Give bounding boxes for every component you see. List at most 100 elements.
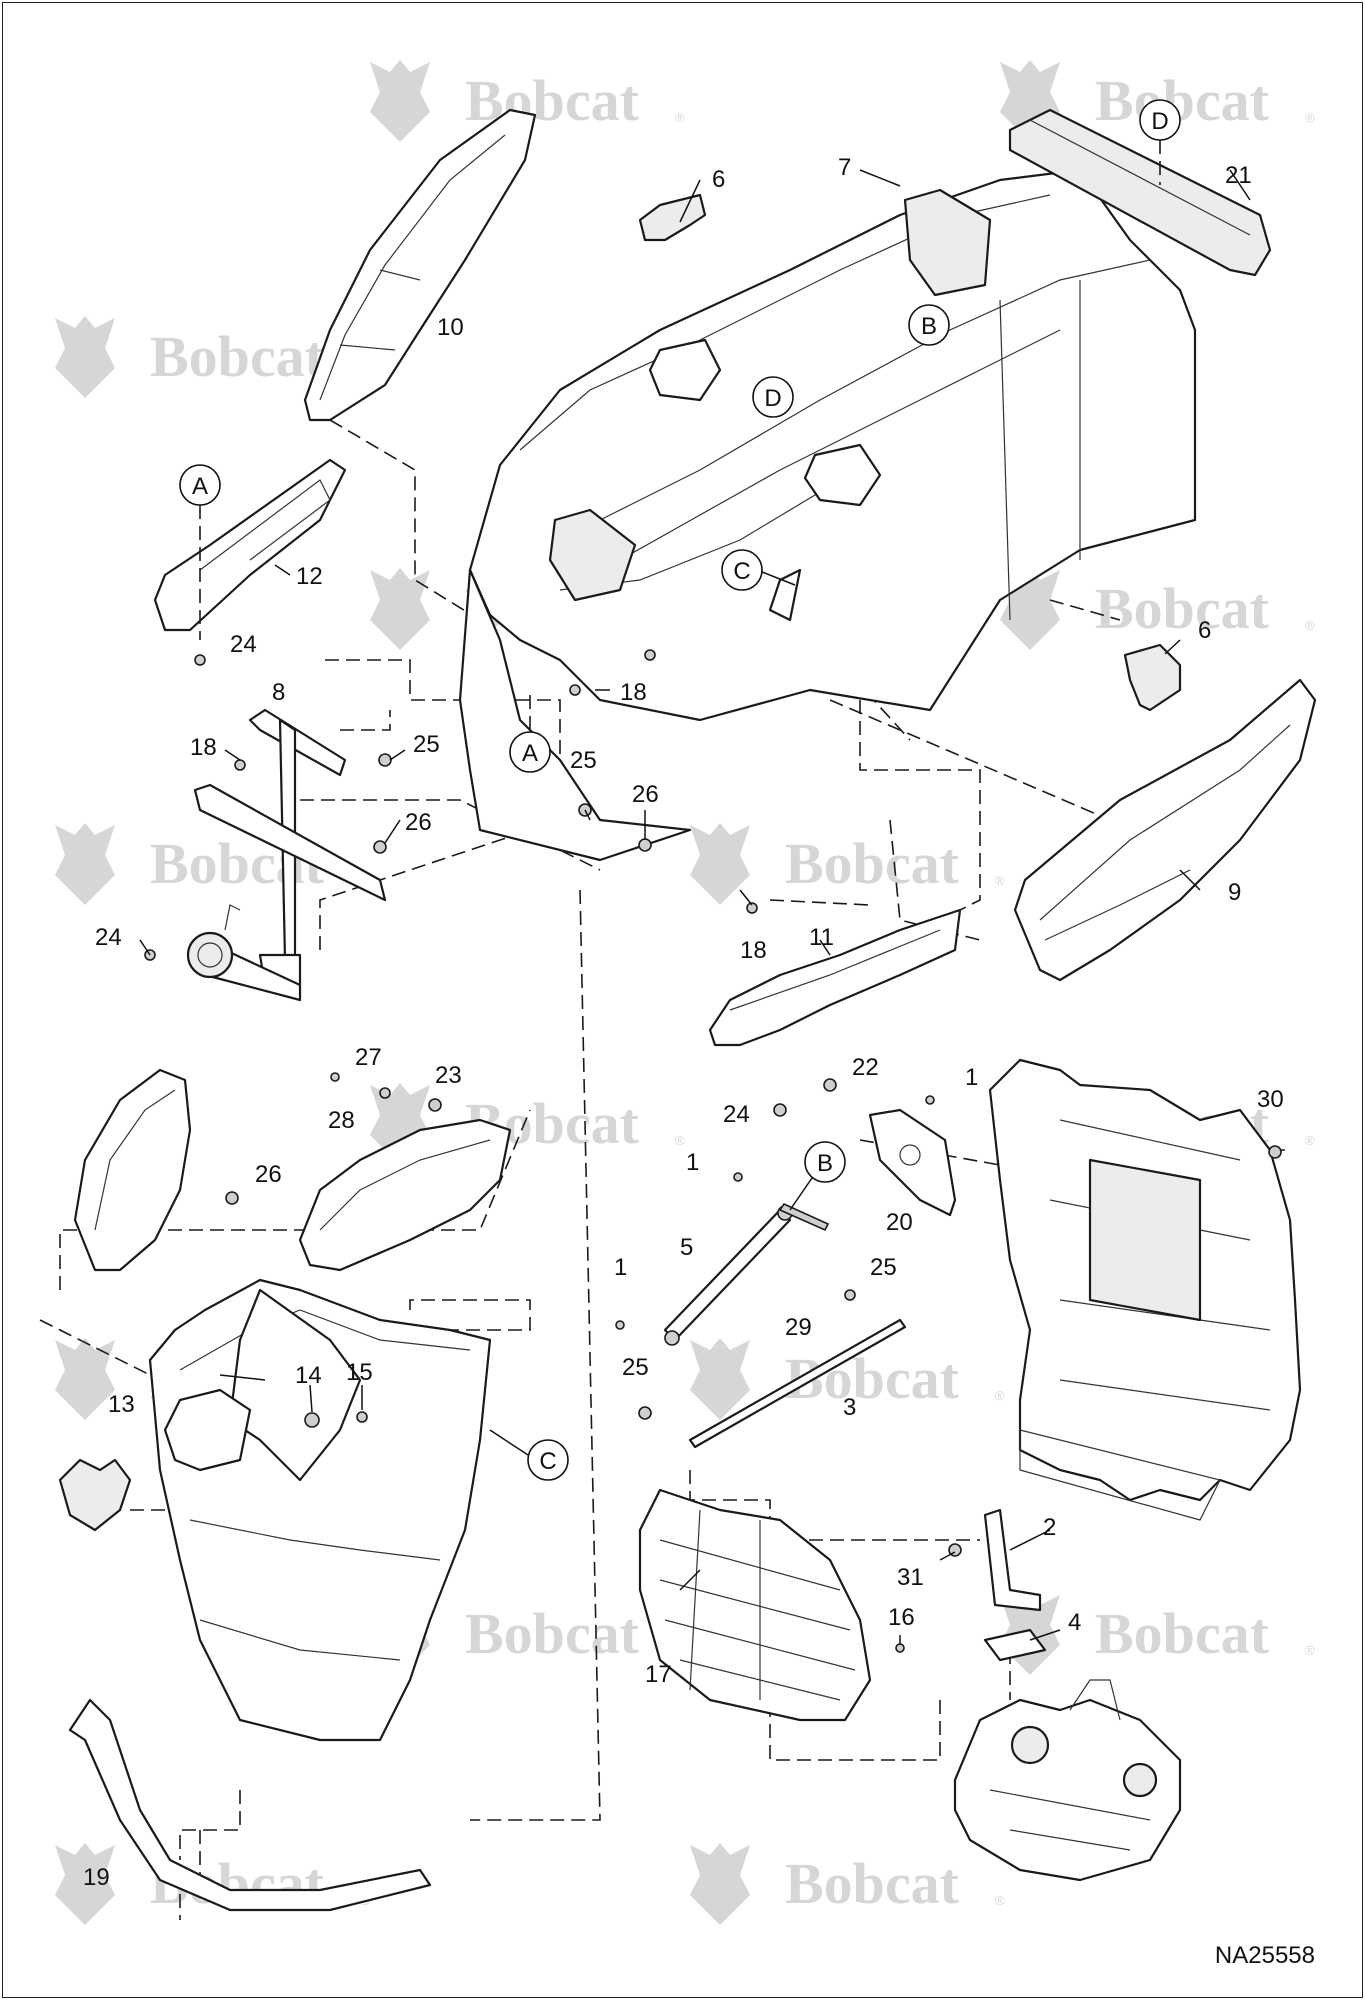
part-21-top-trim bbox=[1008, 108, 1272, 277]
watermark-12: Bobcat® bbox=[690, 1338, 1005, 1420]
callout-labels: 1 1 1 2 3 4 5 6 6 7 8 9 10 11 12 13 14 1… bbox=[83, 154, 1284, 1891]
svg-text:®: ® bbox=[675, 1133, 685, 1148]
part-7-hood bbox=[458, 168, 1197, 862]
ref-letter-d-hood: D bbox=[752, 376, 794, 418]
callout-21: 21 bbox=[1225, 162, 1252, 189]
ref-letter-d-trim: D bbox=[1139, 99, 1181, 185]
callout-4: 4 bbox=[1068, 1609, 1081, 1636]
callout-25-c: 25 bbox=[870, 1254, 897, 1281]
ref-letter-c-hood: C bbox=[721, 549, 796, 591]
callout-19: 19 bbox=[83, 1864, 110, 1891]
ref-letter-b-strut: B bbox=[789, 1141, 846, 1211]
part-13-front-surround bbox=[148, 1278, 492, 1742]
callout-27: 27 bbox=[355, 1044, 382, 1071]
svg-text:®: ® bbox=[675, 110, 685, 125]
callout-28: 28 bbox=[328, 1107, 355, 1134]
part-11-right-side-lamp bbox=[708, 908, 962, 1047]
watermark-8: Bobcat® bbox=[690, 823, 1005, 905]
watermark-2: Bobcat ® bbox=[1000, 60, 1315, 142]
part-6-bumper-upper bbox=[638, 193, 707, 242]
front-emblem bbox=[58, 1458, 132, 1532]
drawing-number: NA25558 bbox=[1214, 1942, 1315, 1969]
svg-text:®: ® bbox=[995, 1388, 1005, 1403]
svg-text:Bobcat: Bobcat bbox=[785, 1851, 960, 1916]
horn bbox=[186, 904, 241, 979]
callout-1-b: 1 bbox=[686, 1149, 699, 1176]
svg-text:Bobcat: Bobcat bbox=[150, 324, 325, 389]
svg-text:®: ® bbox=[995, 1893, 1005, 1908]
svg-text:®: ® bbox=[1305, 110, 1315, 125]
watermark-6: Bobcat ® bbox=[1000, 568, 1315, 650]
part-6-bumper-lower bbox=[1123, 643, 1182, 712]
svg-text:A: A bbox=[522, 740, 538, 767]
callout-5: 5 bbox=[680, 1234, 693, 1261]
callout-1-c: 1 bbox=[614, 1254, 627, 1281]
callout-26-b: 26 bbox=[632, 781, 659, 808]
reference-letters: A A B B C C D bbox=[179, 99, 1181, 1481]
ref-letter-a-upper: A bbox=[179, 464, 221, 640]
callout-13: 13 bbox=[108, 1391, 135, 1418]
callout-2: 2 bbox=[1043, 1514, 1056, 1541]
engine-component bbox=[953, 1679, 1182, 1882]
callout-10: 10 bbox=[437, 314, 464, 341]
part-5-gas-strut bbox=[663, 1205, 793, 1346]
part-17-grille bbox=[638, 1488, 872, 1722]
svg-text:®: ® bbox=[1305, 1133, 1315, 1148]
callout-6-b: 6 bbox=[1198, 617, 1211, 644]
callout-18-a: 18 bbox=[620, 679, 647, 706]
svg-text:®: ® bbox=[1305, 618, 1315, 633]
callout-24-b: 24 bbox=[95, 924, 122, 951]
part-12-side-lamp-left bbox=[153, 458, 347, 632]
watermark-3: Bobcat® bbox=[55, 316, 370, 398]
svg-text:Bobcat: Bobcat bbox=[1095, 576, 1270, 641]
callout-8: 8 bbox=[272, 679, 285, 706]
callout-6-a: 6 bbox=[712, 166, 725, 193]
svg-text:B: B bbox=[921, 313, 937, 340]
callout-14: 14 bbox=[295, 1362, 322, 1389]
part-3-support-rod bbox=[688, 1318, 907, 1449]
callout-25-d: 25 bbox=[622, 1354, 649, 1381]
part-20-latch-bracket bbox=[868, 1108, 957, 1217]
part-4-plate bbox=[983, 1628, 1047, 1662]
callout-24-a: 24 bbox=[230, 631, 257, 658]
callout-16: 16 bbox=[888, 1604, 915, 1631]
svg-text:Bobcat: Bobcat bbox=[465, 1601, 640, 1666]
callout-18-c: 18 bbox=[740, 937, 767, 964]
watermark-16: Bobcat ® bbox=[690, 1843, 1005, 1925]
svg-text:D: D bbox=[764, 385, 781, 412]
callout-30: 30 bbox=[1257, 1086, 1284, 1113]
watermark-14: Bobcat® bbox=[1000, 1593, 1315, 1675]
callout-29: 29 bbox=[785, 1314, 812, 1341]
callout-9: 9 bbox=[1228, 879, 1241, 906]
radiator-frame bbox=[988, 1058, 1302, 1521]
callout-25-a: 25 bbox=[413, 731, 440, 758]
callout-26-c: 26 bbox=[255, 1161, 282, 1188]
callout-12: 12 bbox=[296, 563, 323, 590]
callout-31: 31 bbox=[897, 1564, 924, 1591]
callout-11: 11 bbox=[809, 924, 834, 951]
callout-20: 20 bbox=[886, 1209, 913, 1236]
svg-text:B: B bbox=[817, 1150, 833, 1177]
svg-text:Bobcat: Bobcat bbox=[1095, 68, 1270, 133]
callout-23: 23 bbox=[435, 1062, 462, 1089]
ref-letter-c-front: C bbox=[489, 1429, 569, 1481]
callout-1-a: 1 bbox=[965, 1064, 978, 1091]
part-9-right-side-panel bbox=[1013, 678, 1317, 982]
headlamp-right bbox=[298, 1118, 512, 1272]
part-10-side-panel bbox=[303, 108, 537, 422]
svg-text:A: A bbox=[192, 473, 208, 500]
callout-24-c: 24 bbox=[723, 1101, 750, 1128]
part-2-bracket bbox=[983, 1508, 1042, 1612]
headlamp-left bbox=[73, 1068, 192, 1272]
callout-22: 22 bbox=[852, 1054, 879, 1081]
svg-text:D: D bbox=[1151, 108, 1168, 135]
callout-7: 7 bbox=[838, 154, 851, 181]
callout-26-a: 26 bbox=[405, 809, 432, 836]
callout-15: 15 bbox=[346, 1359, 373, 1386]
svg-text:C: C bbox=[539, 1448, 556, 1475]
callout-3: 3 bbox=[843, 1394, 856, 1421]
callout-17: 17 bbox=[645, 1661, 672, 1688]
svg-text:C: C bbox=[733, 558, 750, 585]
